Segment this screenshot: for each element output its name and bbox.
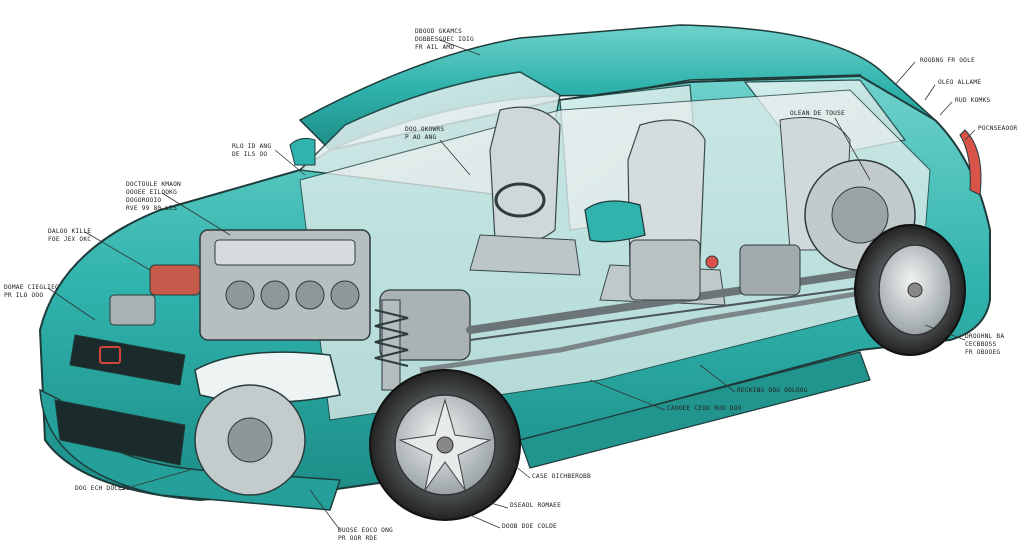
label-line: DOCTOULE KMAON <box>126 181 181 188</box>
label-line: DALOO KILLE <box>48 228 92 235</box>
side-mirror <box>584 200 646 243</box>
label-line: DOO OKOWRS <box>405 126 445 133</box>
side-skirt <box>519 351 871 469</box>
label-line: DROOHNL BA <box>965 333 1005 340</box>
front-brake-assembly <box>194 384 306 496</box>
label-line: DUOSE EOCO ONG <box>338 527 393 534</box>
label-bottom-exhaust: CAOOEE CEOO RUO DOO <box>667 405 742 413</box>
label-cabin: DOO OKOWRS P AO ANG <box>405 126 444 142</box>
label-line: CAOOEE CEOO RUO DOO <box>667 405 742 412</box>
label-right-top-3: RUD KOMKS <box>955 97 990 105</box>
label-bottom-strut: DUOSE EOCO ONG PR OOR RDE <box>338 527 393 543</box>
lower-intake <box>54 399 186 466</box>
label-line: OOOEE EILOOKG <box>126 189 178 196</box>
label-top-center: DBOOD GKAMCS DOBBESGOEC IOIG FR AIL AMD <box>415 28 474 52</box>
label-line: PR ILO OOO <box>4 292 44 299</box>
label-line: DE ILS OO <box>232 151 268 158</box>
label-line: FR OBOOEG <box>965 349 1001 356</box>
label-line: POCNSEAOOR <box>978 125 1018 132</box>
label-line: FOE JEX OKC <box>48 236 92 243</box>
label-line: FR AIL AMD <box>415 44 455 51</box>
label-bottom-left: DOG ECH DOCEIS <box>75 485 130 493</box>
front-strut <box>374 299 409 391</box>
label-right-rear: POCNSEAOOR <box>978 125 1017 133</box>
label-line: OLEAN DE TOUSE <box>790 110 845 117</box>
label-line: CASE OICHBEROBB <box>532 473 591 480</box>
label-bottom-mid: RECKING OOO OOLOOG <box>737 387 808 395</box>
label-line: DSEAOL ROMAEE <box>510 502 562 509</box>
front-seat <box>469 106 581 276</box>
front-mirror <box>289 137 316 166</box>
label-line: DOOB DOE COLDE <box>502 523 557 530</box>
label-rear-window: OLEAN DE TOUSE <box>790 110 845 118</box>
label-line: OLEO ALLAME <box>938 79 982 86</box>
label-line: RECKING OOO OOLOOG <box>737 387 808 394</box>
label-line: RVE 99 80 LIS <box>126 205 178 212</box>
label-line: CECBBOSS <box>965 341 997 348</box>
front-grille <box>69 334 186 386</box>
label-right-top-1: ROODNG FR OOLE <box>920 57 975 65</box>
engine <box>109 229 371 341</box>
label-line: PR OOR RDE <box>338 535 378 542</box>
label-left-front: DOMAE CIEGLIEG PR ILO OOO <box>4 284 59 300</box>
label-bottom-brake: DSEAOL ROMAEE <box>510 502 561 510</box>
label-line: DBOOD GKAMCS <box>415 28 463 35</box>
label-right-wheel: DROOHNL BA CECBBOSS FR OBOOEG <box>965 333 1004 357</box>
label-line: ROODNG FR OOLE <box>920 57 975 64</box>
steering-wheel <box>494 182 546 218</box>
drivetrain <box>379 239 884 361</box>
label-left-mid: DOCTOULE KMAON OOOEE EILOOKG DOGOROOIO R… <box>126 181 181 213</box>
rear-wheel <box>854 224 966 356</box>
label-left-upper: RLO ID ANG DE ILS OO <box>232 143 271 159</box>
label-line: RLO ID ANG <box>232 143 272 150</box>
label-bottom-caliper: DOOB DOE COLDE <box>502 523 557 531</box>
label-line: DOGOROOIO <box>126 197 162 204</box>
label-line: P AO ANG <box>405 134 437 141</box>
front-wheel <box>369 369 521 521</box>
leader-lines <box>47 39 976 531</box>
label-right-top-2: OLEO ALLAME <box>938 79 981 87</box>
label-line: DOG ECH DOCEIS <box>75 485 130 492</box>
label-line: RUD KOMKS <box>955 97 991 104</box>
label-bottom-wheel: CASE OICHBEROBB <box>532 473 591 481</box>
label-line: DOBBESGOEC IOIG <box>415 36 474 43</box>
label-left-engine: DALOO KILLE FOE JEX OKC <box>48 228 91 244</box>
tail-light <box>959 129 982 196</box>
exhaust-pipe <box>419 287 881 373</box>
label-line: DOMAE CIEGLIEG <box>4 284 59 291</box>
